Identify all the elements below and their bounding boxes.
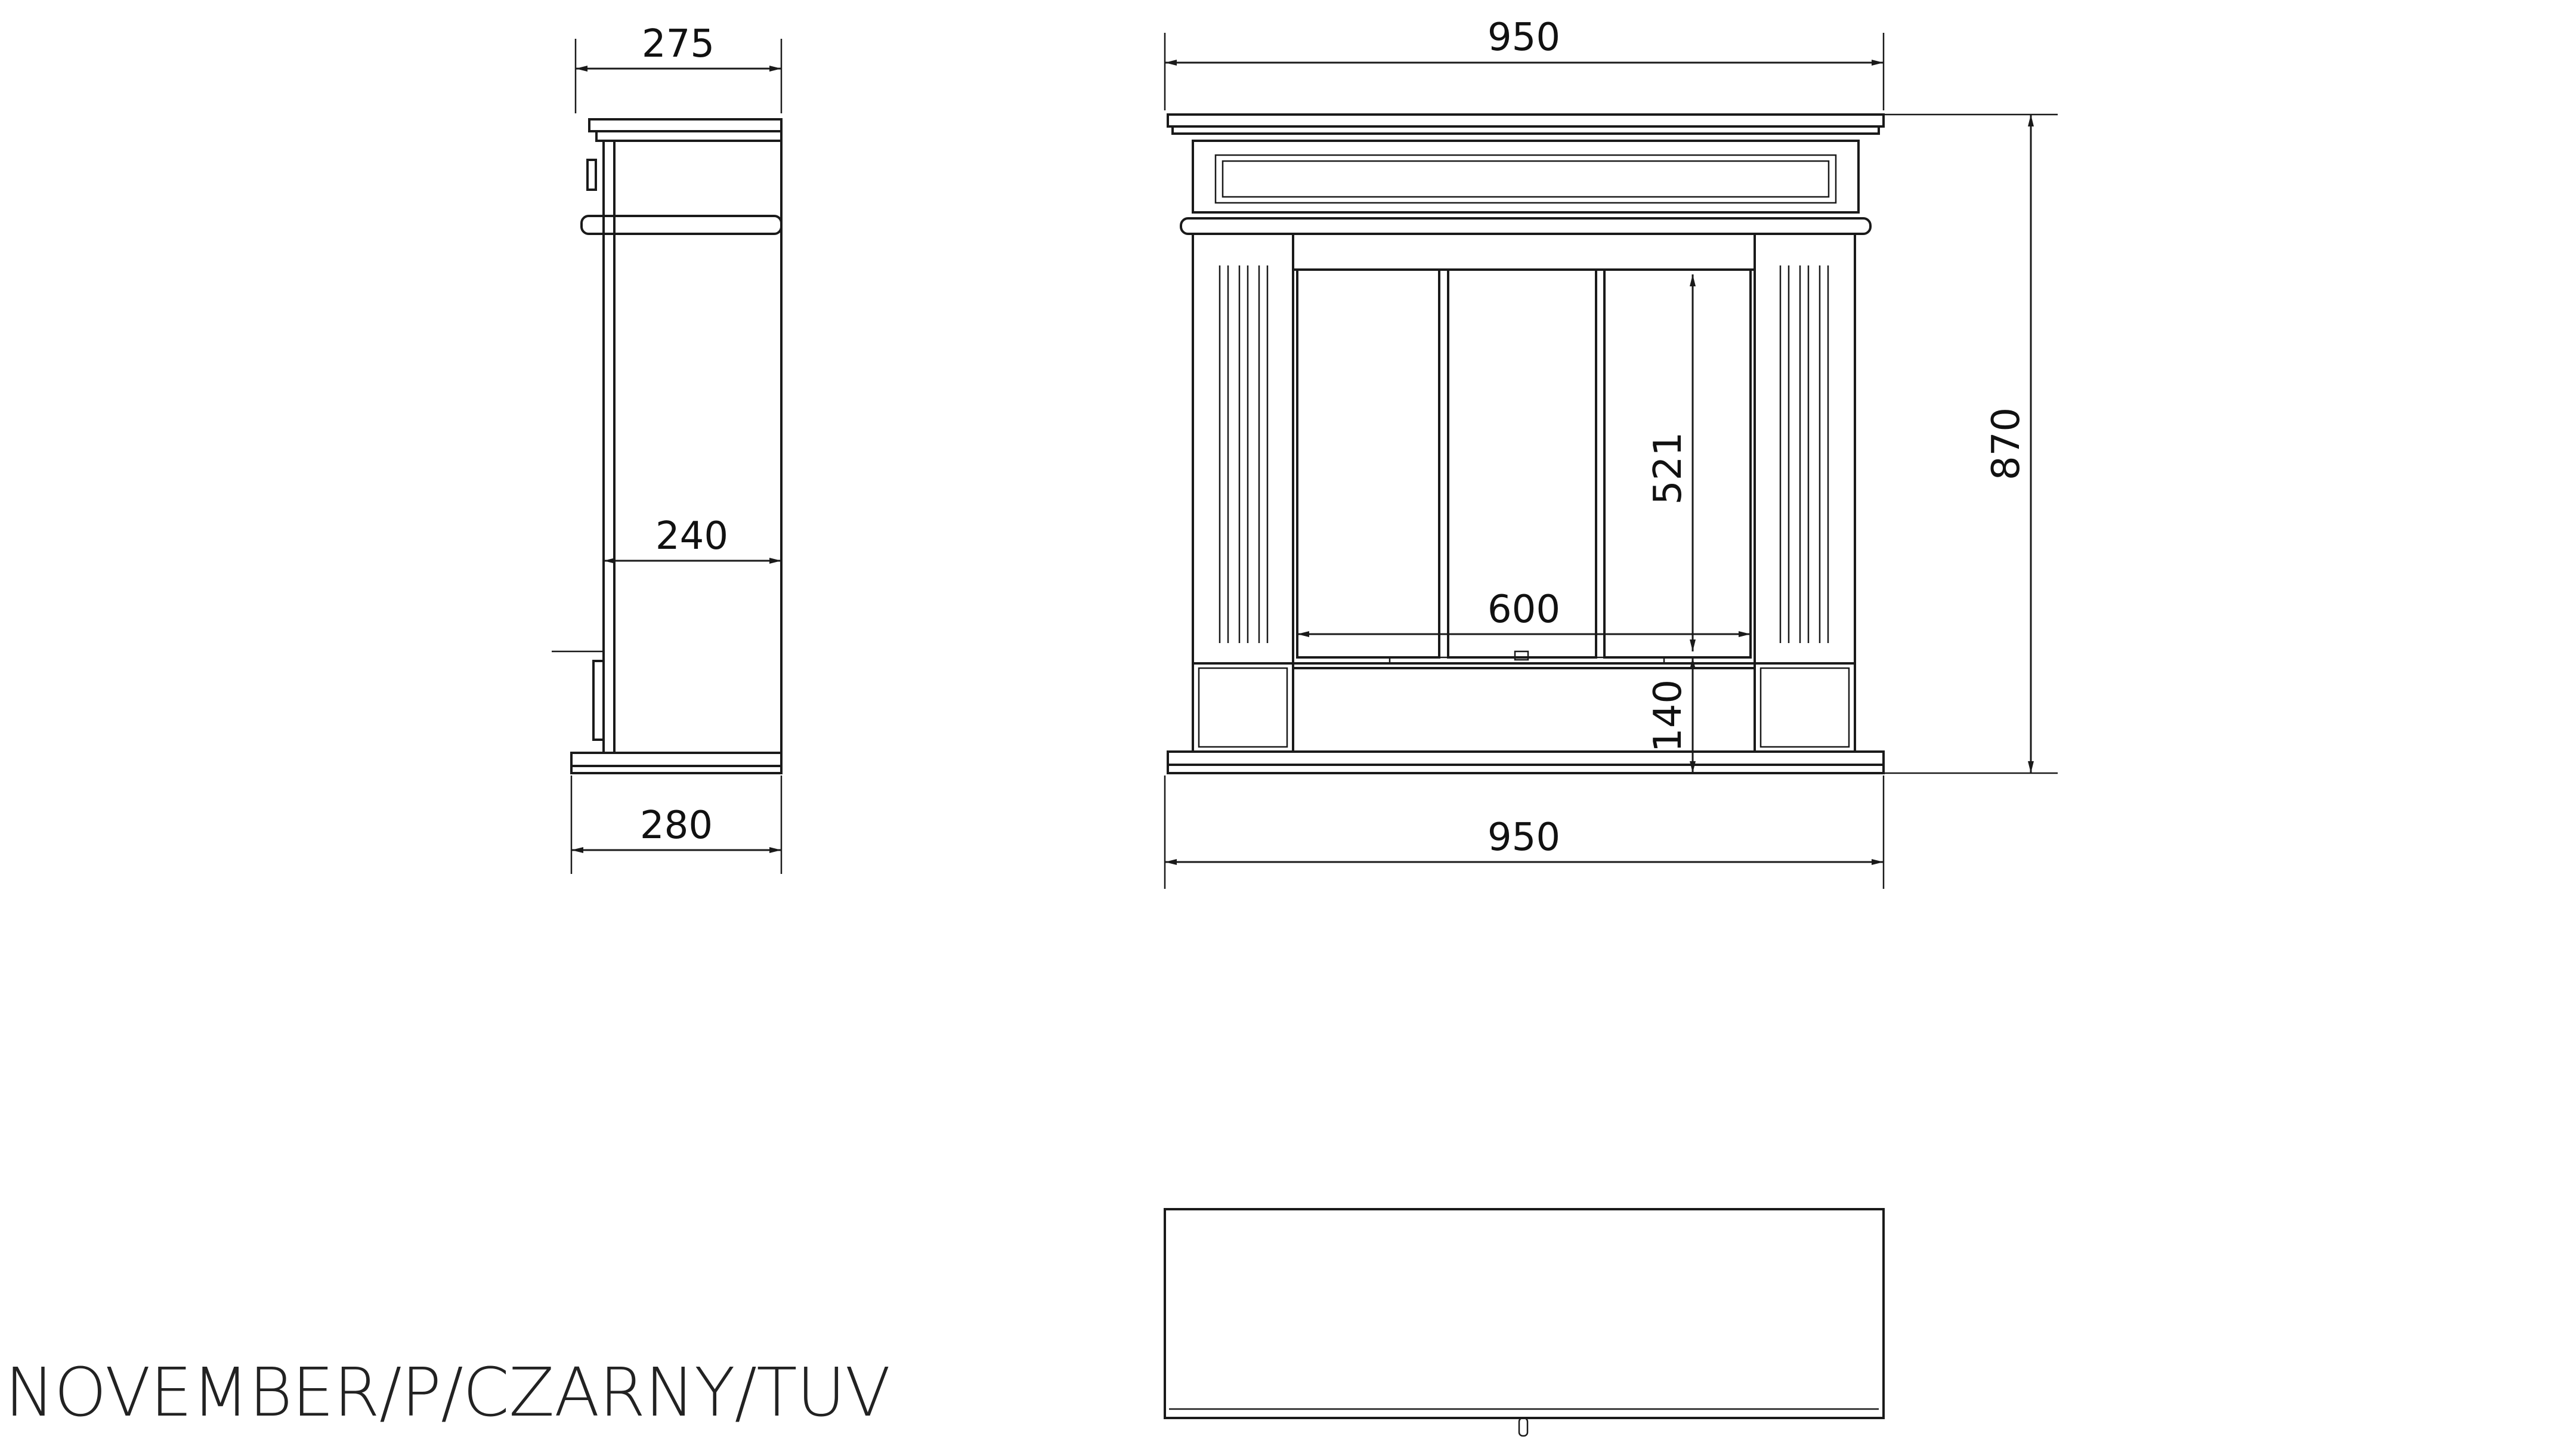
dim-base-height: 140: [1646, 679, 1690, 752]
dim-side-top: 275: [642, 22, 715, 66]
dim-front-bottom-width: 950: [1488, 815, 1560, 860]
dim-opening-width: 600: [1488, 588, 1560, 632]
drawing-title: NOVEMBER/P/CZARNY/TUV: [5, 1354, 890, 1432]
front-view: 950 950 870 521 140 600: [1164, 16, 2058, 889]
dim-side-base: 280: [640, 804, 713, 848]
dim-opening-height: 521: [1646, 432, 1690, 505]
dim-front-top-width: 950: [1488, 16, 1560, 60]
plan-view: [1164, 1208, 1885, 1437]
dim-side-inner: 240: [655, 514, 728, 558]
dim-front-height: 870: [1984, 407, 2028, 480]
side-view: 275 240 280: [552, 22, 783, 874]
